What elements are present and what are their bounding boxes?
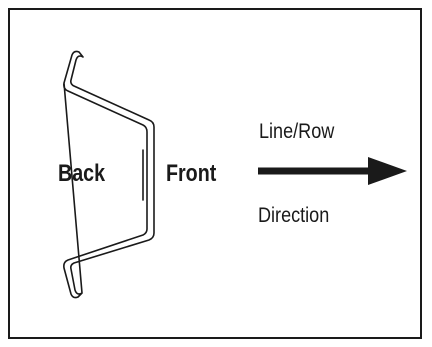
line-row-label: Line/Row xyxy=(259,120,335,143)
right-arrow-icon xyxy=(258,157,407,185)
staple-icon xyxy=(63,50,155,299)
front-label: Front xyxy=(166,160,217,187)
back-label: Back xyxy=(58,160,106,187)
direction-label: Direction xyxy=(258,204,330,227)
